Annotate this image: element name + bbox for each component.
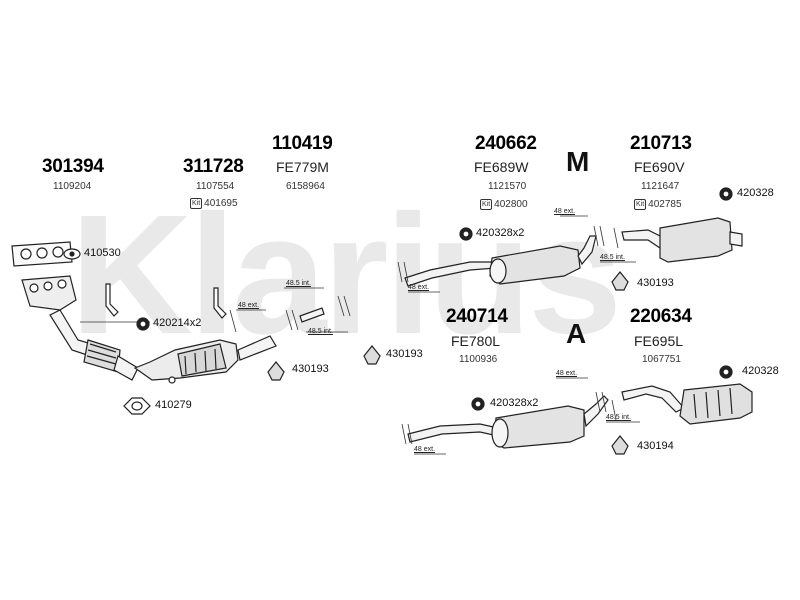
accessory-430193-b: 430193 (386, 348, 423, 360)
oe-number-110419: 6158964 (286, 181, 325, 192)
accessory-420328-mid: 420328x2 (490, 397, 539, 409)
dimension-label: 48 ext. (238, 302, 260, 309)
kit-icon: Kit (634, 199, 647, 210)
dimension-label: 48 ext. (414, 446, 436, 453)
dimension-label: 48 ext. (556, 370, 578, 377)
ref-240714: FE780L (451, 333, 501, 349)
accessory-410279: 410279 (155, 399, 192, 411)
accessory-420214: 420214x2 (153, 317, 202, 329)
kit-icon: Kit (480, 199, 493, 210)
part-number-240662: 240662 (475, 133, 537, 154)
part-number-220634: 220634 (630, 306, 692, 327)
rear-silencer-210713 (621, 217, 743, 263)
dimension-label: 48.5 int. (600, 254, 625, 261)
ref-110419: FE779M (276, 159, 329, 175)
dimension-label: 48.5 int. (286, 280, 311, 287)
ring-gasket-icon (123, 397, 151, 415)
accessory-420328-top: 420328x2 (476, 227, 525, 239)
part-number-240714: 240714 (446, 306, 508, 327)
hanger-bracket (105, 283, 227, 319)
dimension-label: 48.5 int. (308, 328, 333, 335)
kit-icon: Kit (190, 198, 203, 209)
accessory-430194: 430194 (637, 440, 674, 452)
oe-number-210713: 1121647 (641, 181, 680, 192)
rubber-mount-icon (611, 271, 629, 291)
dimension-label: 48 ext. (554, 208, 576, 215)
rubber-mount-icon (611, 435, 629, 455)
clamp-icon (459, 227, 473, 241)
oe-number-311728: 1107554 (196, 181, 235, 192)
catalytic-converter (133, 335, 277, 384)
oe-number-240662: 1121570 (488, 181, 527, 192)
accessory-420328-r1: 420328 (737, 187, 774, 199)
accessory-410530: 410530 (84, 247, 121, 259)
oe-number-220634: 1067751 (642, 354, 681, 365)
oe-number-301394: 1109204 (53, 181, 92, 192)
clamp-icon (719, 365, 733, 379)
m-symbol-icon: M (566, 146, 590, 177)
a-symbol-icon: A (566, 318, 587, 349)
front-silencer-240662 (404, 235, 597, 287)
clamp-icon (719, 187, 733, 201)
ref-240662: FE689W (474, 159, 529, 175)
rubber-mount-icon (267, 361, 285, 381)
accessory-420328-r2: 420328 (742, 365, 779, 377)
clamp-icon (471, 397, 485, 411)
part-number-110419: 110419 (272, 133, 333, 154)
rear-silencer-220634 (621, 383, 753, 425)
dimension-label: 48 ext. (408, 284, 430, 291)
middle-silencer-240714 (407, 395, 609, 449)
part-number-210713: 210713 (630, 133, 692, 154)
clamp-icon (136, 317, 150, 331)
part-number-311728: 311728 (183, 156, 244, 177)
ref-220634: FE695L (634, 333, 684, 349)
gasket-icon (63, 248, 81, 260)
dimension-label: 48.5 int. (606, 414, 631, 421)
rubber-mount-icon (363, 345, 381, 365)
manifold-gasket (11, 241, 73, 267)
accessory-430193-a: 430193 (292, 363, 329, 375)
pipe-110419 (299, 307, 325, 323)
oe-number-240714: 1100936 (459, 354, 498, 365)
part-number-301394: 301394 (42, 156, 104, 177)
manifold-part (21, 275, 139, 381)
accessory-430193-c: 430193 (637, 277, 674, 289)
ref-210713: FE690V (634, 159, 685, 175)
